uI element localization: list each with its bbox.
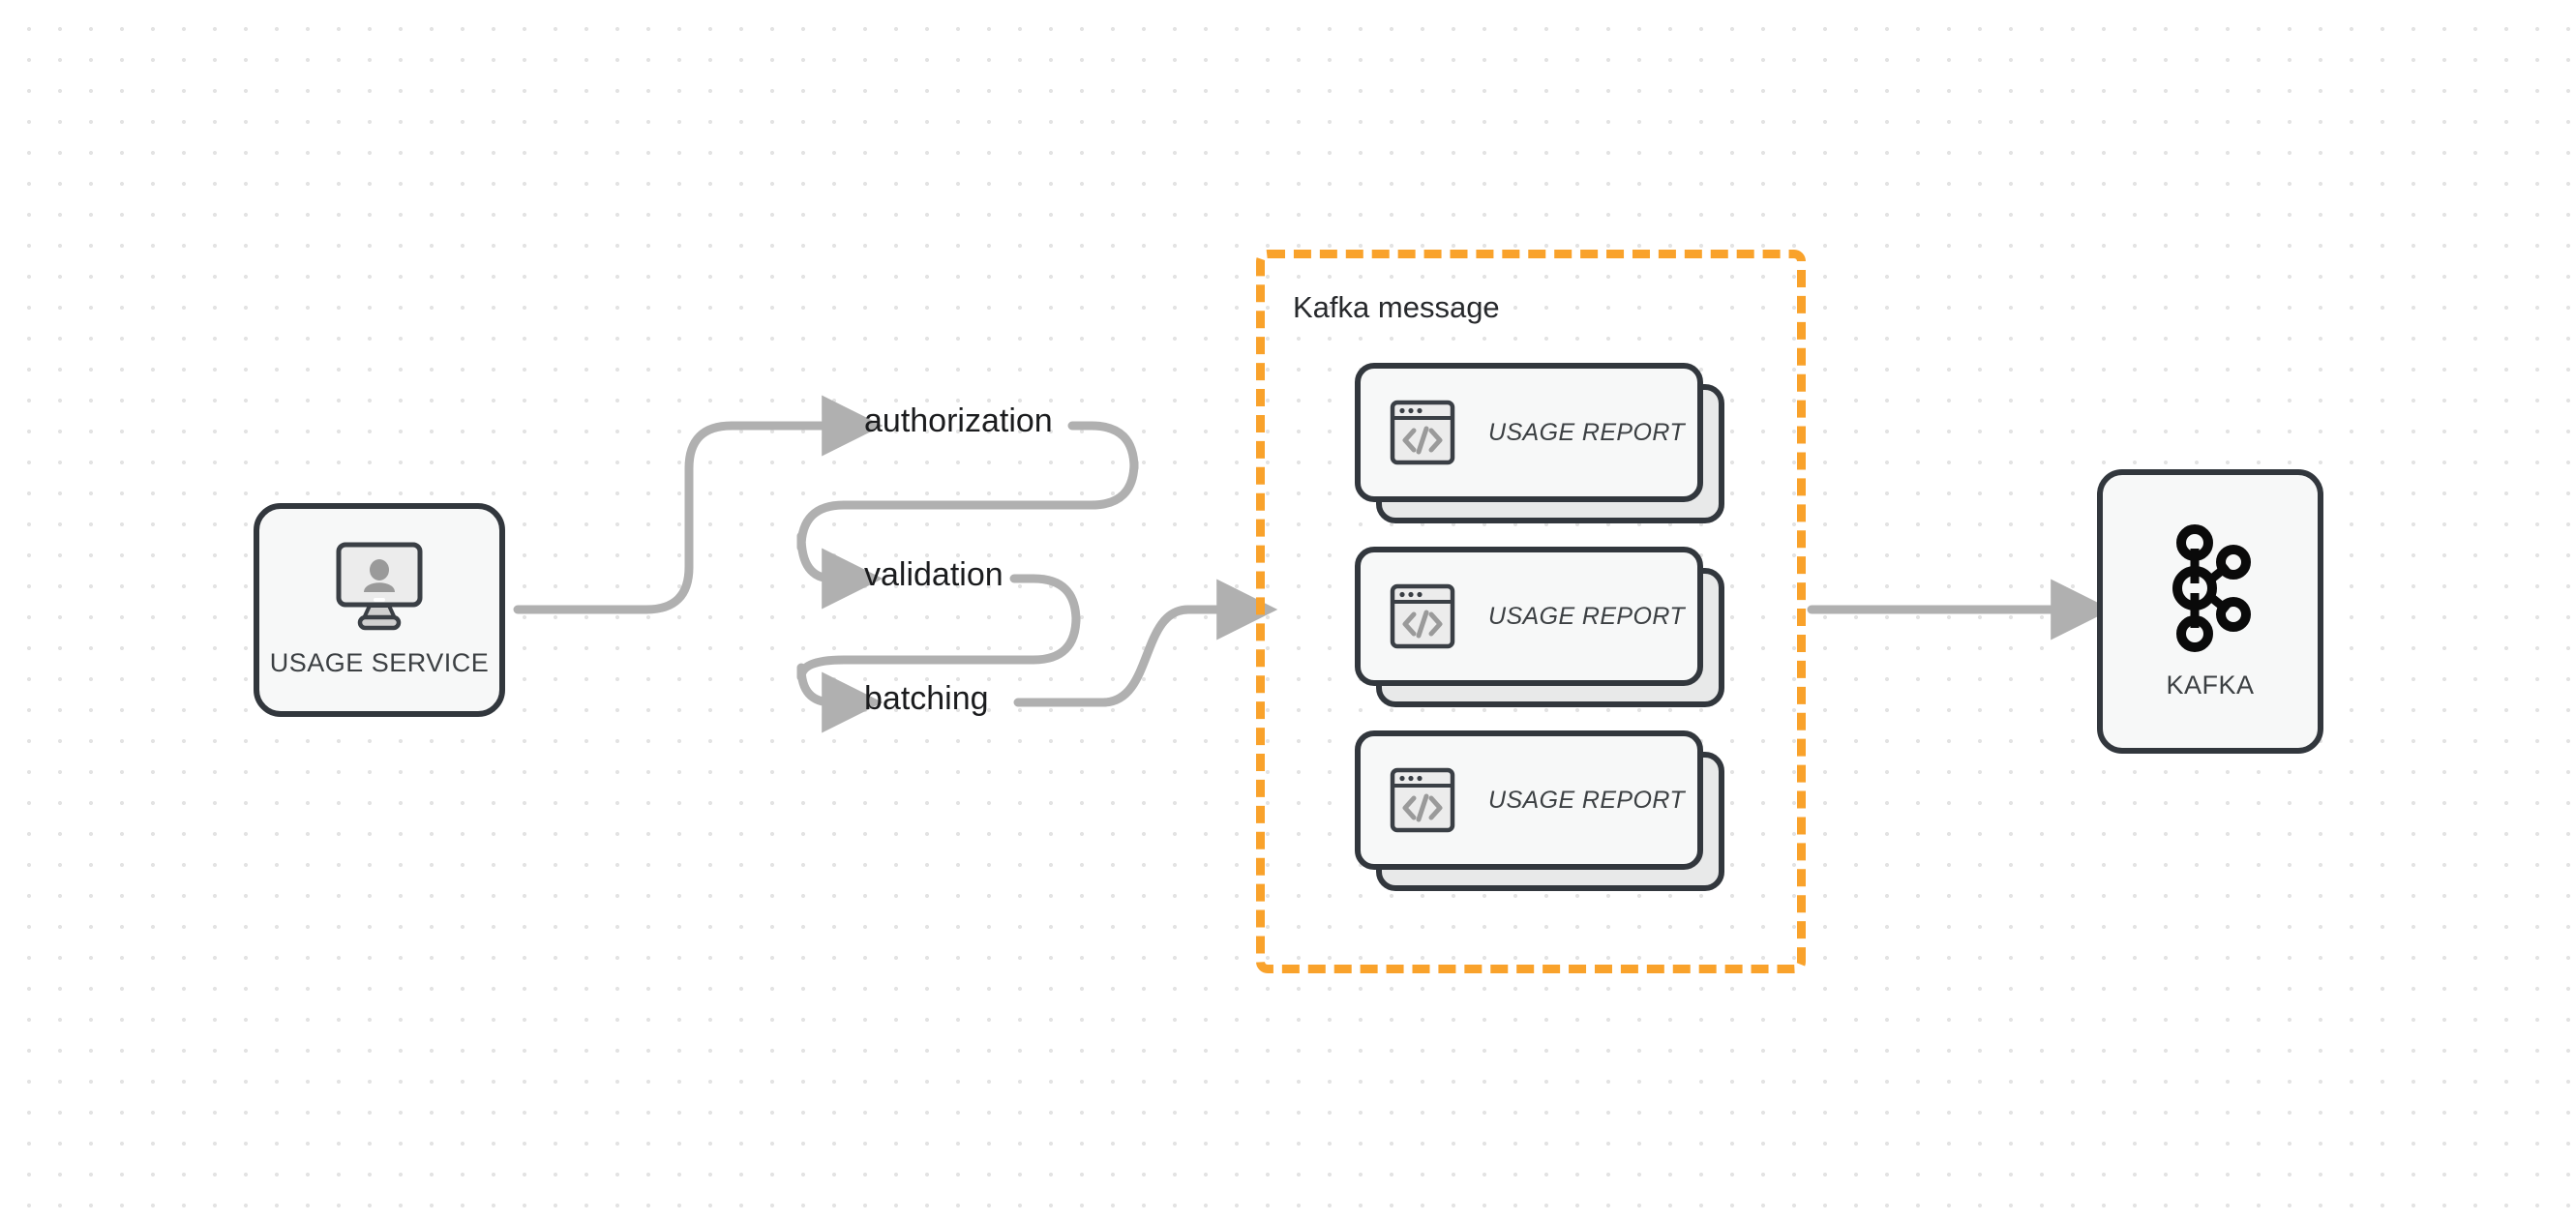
node-usage-service[interactable]: USAGE SERVICE [254, 503, 505, 717]
card-front[interactable]: USAGE REPORT [1355, 547, 1703, 686]
usage-report-card[interactable]: USAGE REPORT [1355, 730, 1724, 891]
code-window-icon [1390, 583, 1455, 649]
wire-usage-service-to-authorization [513, 395, 884, 614]
usage-report-label: USAGE REPORT [1488, 786, 1685, 814]
code-window-icon [1390, 400, 1455, 465]
kafka-label: KAFKA [2166, 670, 2255, 700]
wire-batching-to-kafka-message [1013, 579, 1278, 707]
usage-report-label: USAGE REPORT [1488, 602, 1685, 630]
kafka-logo-icon [2172, 523, 2251, 652]
usage-report-card[interactable]: USAGE REPORT [1355, 363, 1724, 523]
kafka-message-title: Kafka message [1293, 290, 1500, 324]
stage-label-batching: batching [864, 680, 989, 717]
stage-label-authorization: authorization [864, 402, 1053, 439]
card-front[interactable]: USAGE REPORT [1355, 730, 1703, 870]
node-kafka[interactable]: KAFKA [2097, 469, 2323, 754]
usage-report-card[interactable]: USAGE REPORT [1355, 547, 1724, 707]
card-front[interactable]: USAGE REPORT [1355, 363, 1703, 502]
stage-label-validation: validation [864, 556, 1003, 593]
kafka-message-group[interactable] [1256, 250, 1806, 973]
code-window-icon [1390, 767, 1455, 833]
usage-service-label: USAGE SERVICE [269, 648, 490, 677]
usage-report-label: USAGE REPORT [1488, 418, 1685, 446]
monitor-user-icon [325, 542, 434, 635]
